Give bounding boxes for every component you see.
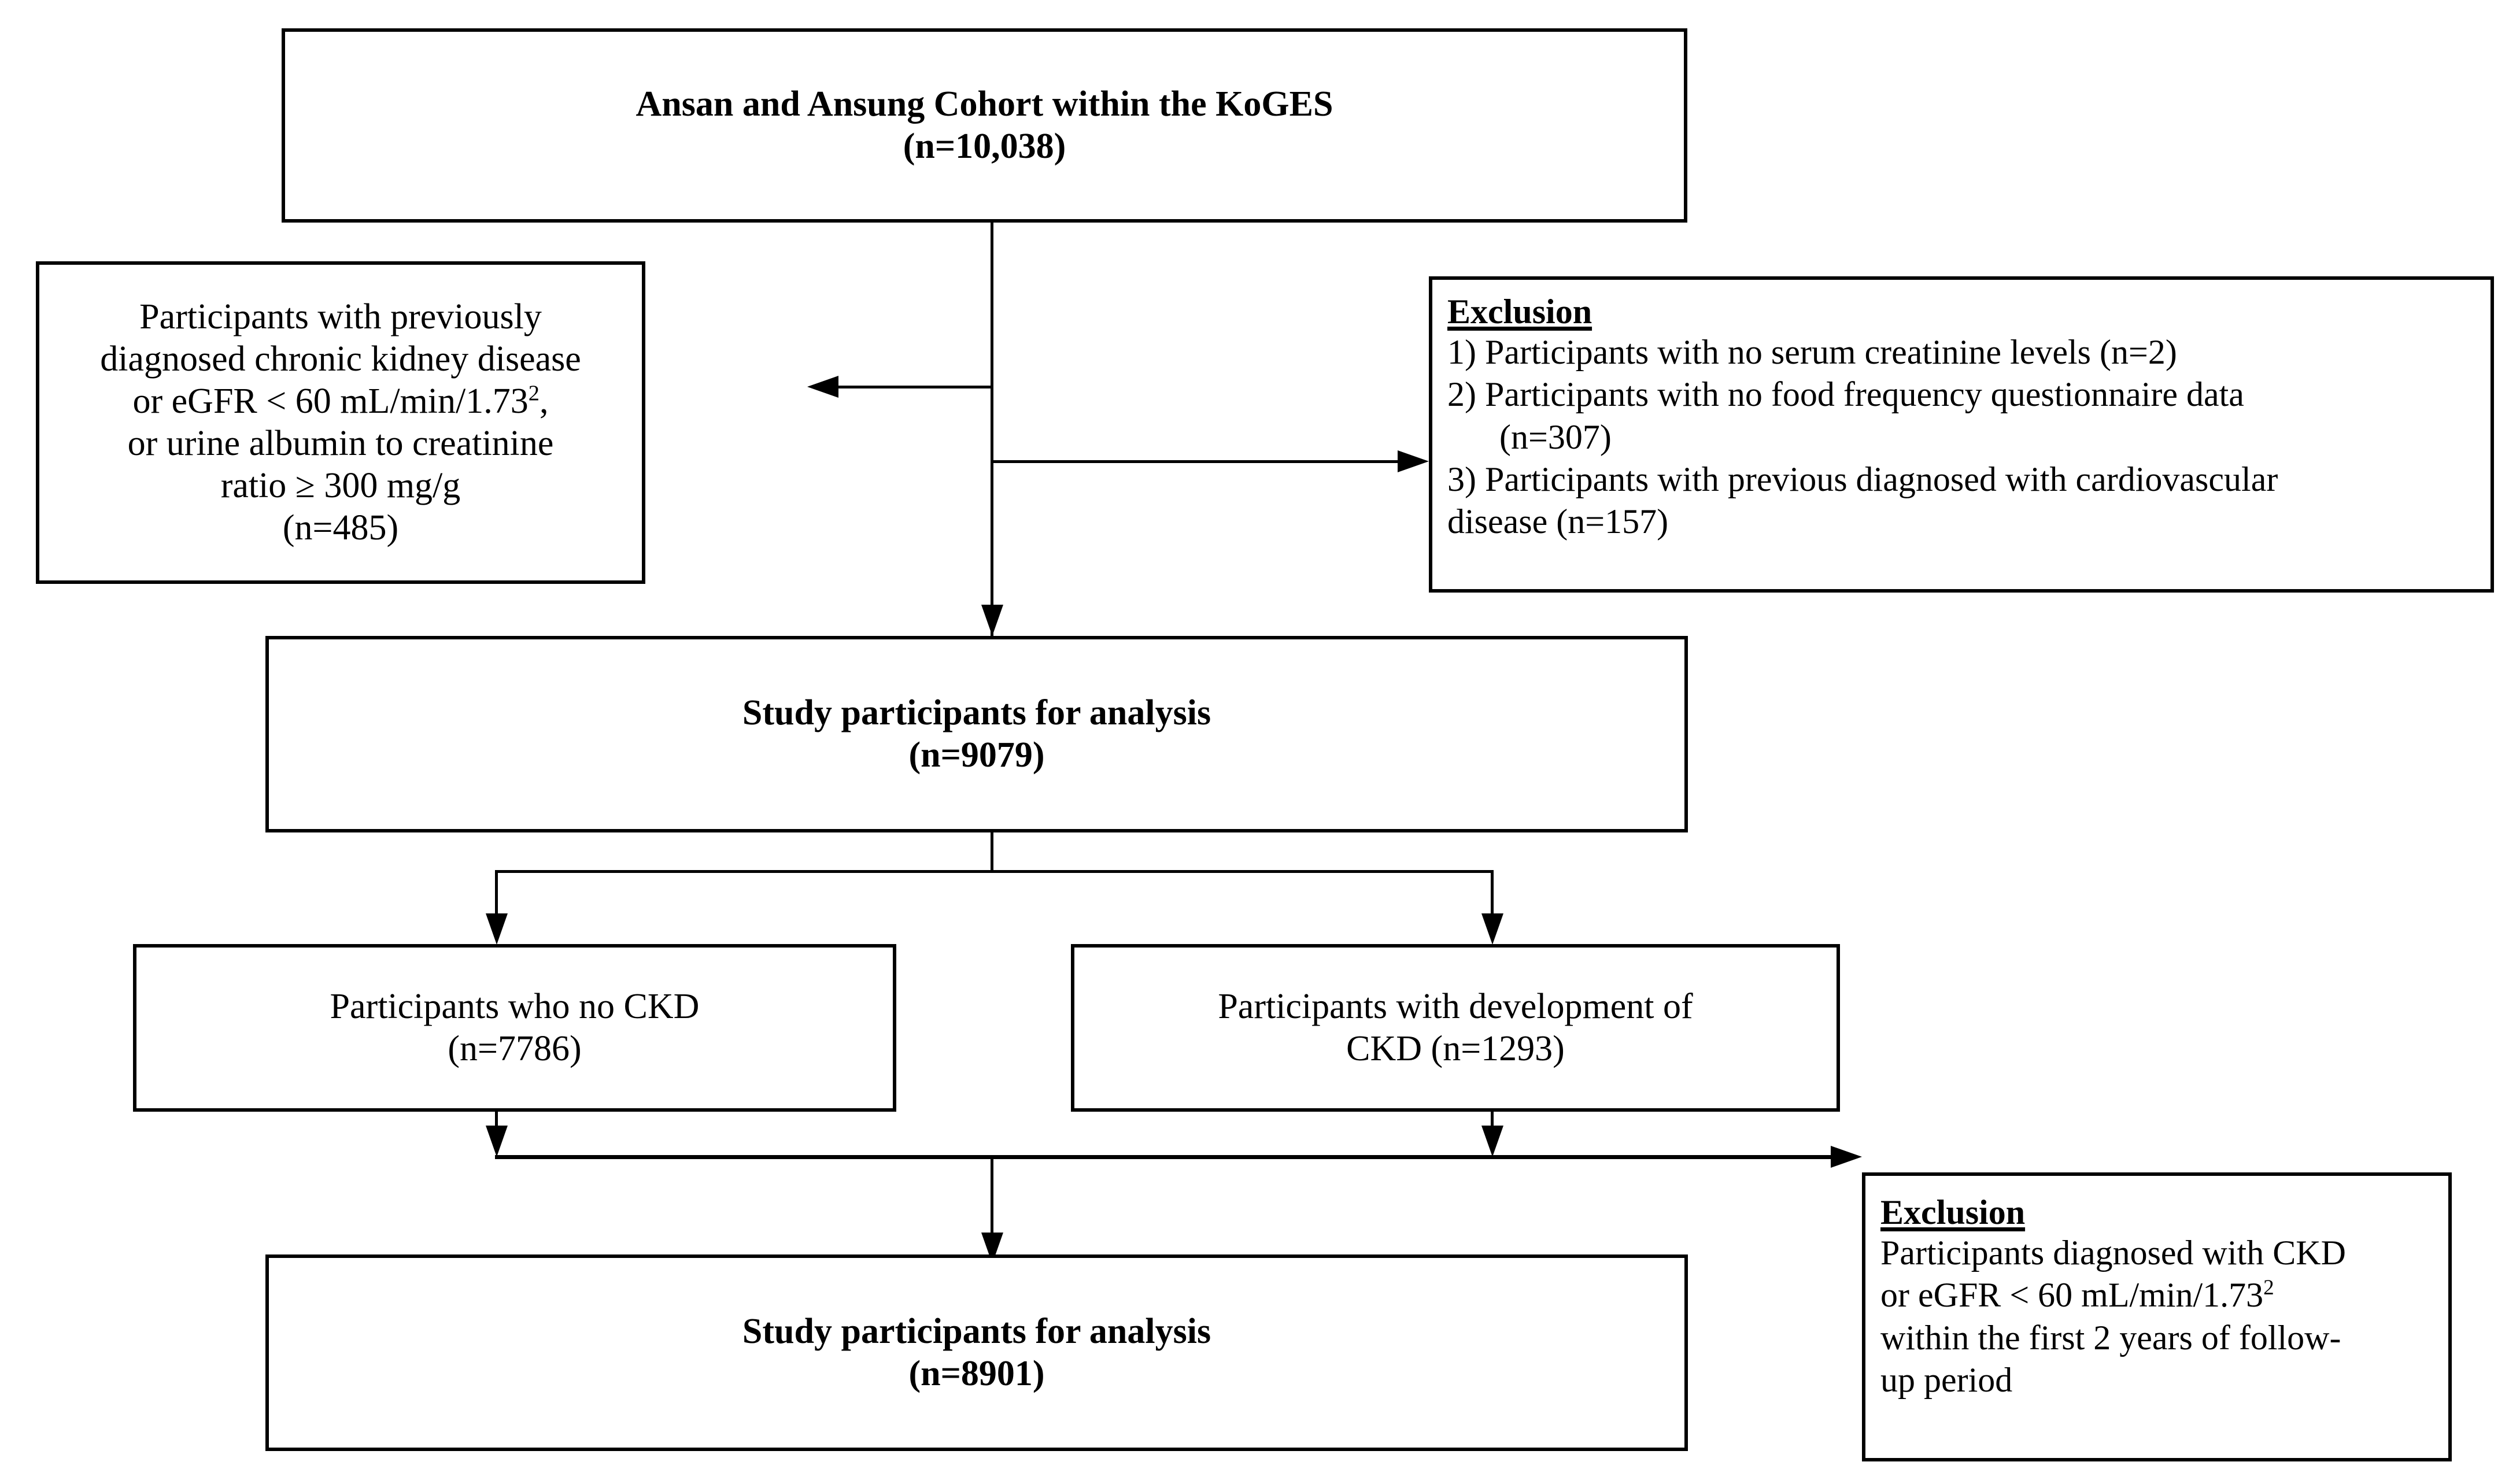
merge-horizontal-bar <box>495 1155 1831 1159</box>
split-horizontal-bar <box>495 870 1494 873</box>
arrow-into-left-exclusion <box>807 376 838 398</box>
bottom-exclusion-line2: or eGFR < 60 mL/min/1.732 <box>1880 1274 2274 1316</box>
cohort-title-box: Ansan and Ansung Cohort within the KoGES… <box>282 28 1687 223</box>
trunk-vertical-from-cohort <box>991 223 993 806</box>
arrow-merge-left <box>486 1126 508 1157</box>
no-ckd-box: Participants who no CKD (n=7786) <box>133 944 896 1112</box>
right-exclusion-item-2: 2) Participants with no food frequency q… <box>1447 375 2244 414</box>
arrow-into-right-exclusion <box>1398 450 1429 472</box>
final-line2: (n=8901) <box>908 1354 1045 1393</box>
ckd-line2: CKD (n=1293) <box>1346 1029 1565 1068</box>
final-line1: Study participants for analysis <box>742 1311 1211 1351</box>
arrow-merge-right <box>1481 1126 1503 1157</box>
cohort-title-line1: Ansan and Ansung Cohort within the KoGES <box>635 84 1333 124</box>
split-right-drop <box>1491 870 1494 915</box>
arrow-into-ckd-box <box>1481 913 1503 945</box>
no-ckd-line1: Participants who no CKD <box>330 986 700 1026</box>
right-exclusion-item-3-continuation: disease (n=157) <box>1447 502 1669 541</box>
arrow-into-study-participants <box>981 605 1003 636</box>
left-exclusion-line3-post: , <box>539 381 549 421</box>
split-stem-vertical <box>991 832 993 872</box>
left-exclusion-line3-pre: or eGFR < 60 mL/min/1.73 <box>132 381 529 421</box>
bottom-exclusion-line3: within the first 2 years of follow- <box>1880 1318 2341 1357</box>
right-exclusion-box: Exclusion 1) Participants with no serum … <box>1429 276 2494 593</box>
arrow-into-bottom-exclusion <box>1831 1146 1862 1168</box>
left-exclusion-line3: or eGFR < 60 mL/min/1.732, <box>133 380 549 423</box>
study-participants-line1: Study participants for analysis <box>742 693 1211 732</box>
left-exclusion-line5: ratio ≥ 300 mg/g <box>220 466 461 506</box>
bottom-exclusion-line1: Participants diagnosed with CKD <box>1880 1234 2346 1272</box>
bottom-exclusion-line2-pre: or eGFR < 60 mL/min/1.73 <box>1880 1276 2264 1315</box>
left-exclusion-box: Participants with previously diagnosed c… <box>36 261 645 584</box>
final-study-participants-box: Study participants for analysis (n=8901) <box>265 1254 1688 1451</box>
ckd-development-box: Participants with development of CKD (n=… <box>1071 944 1840 1112</box>
right-exclusion-item-2-continuation: (n=307) <box>1499 417 1612 456</box>
study-participants-line2: (n=9079) <box>908 735 1045 775</box>
bottom-exclusion-line4: up period <box>1880 1360 2013 1399</box>
branch-right-horizontal <box>991 460 1398 463</box>
split-left-drop <box>495 870 498 915</box>
no-ckd-line2: (n=7786) <box>448 1029 582 1068</box>
left-exclusion-line4: or urine albumin to creatinine <box>127 424 554 463</box>
cohort-title-line2: (n=10,038) <box>903 127 1066 166</box>
bottom-exclusion-box: Exclusion Participants diagnosed with CK… <box>1862 1172 2452 1461</box>
arrow-into-no-ckd-box <box>486 913 508 945</box>
left-exclusion-line1: Participants with previously <box>139 297 542 336</box>
left-exclusion-line6: (n=485) <box>282 508 399 548</box>
ckd-line1: Participants with development of <box>1218 986 1693 1026</box>
right-exclusion-heading: Exclusion <box>1447 293 1592 331</box>
left-exclusion-line3-sup: 2 <box>528 381 540 406</box>
study-participants-box: Study participants for analysis (n=9079) <box>265 636 1688 832</box>
right-exclusion-item-1: 1) Participants with no serum creatinine… <box>1447 333 2177 372</box>
right-exclusion-item-3: 3) Participants with previous diagnosed … <box>1447 460 2278 498</box>
left-exclusion-line2: diagnosed chronic kidney disease <box>100 339 581 379</box>
branch-left-horizontal <box>838 386 993 388</box>
bottom-exclusion-heading: Exclusion <box>1880 1193 2026 1231</box>
bottom-exclusion-line2-sup: 2 <box>2263 1276 2274 1300</box>
final-stem-vertical <box>991 1155 993 1259</box>
